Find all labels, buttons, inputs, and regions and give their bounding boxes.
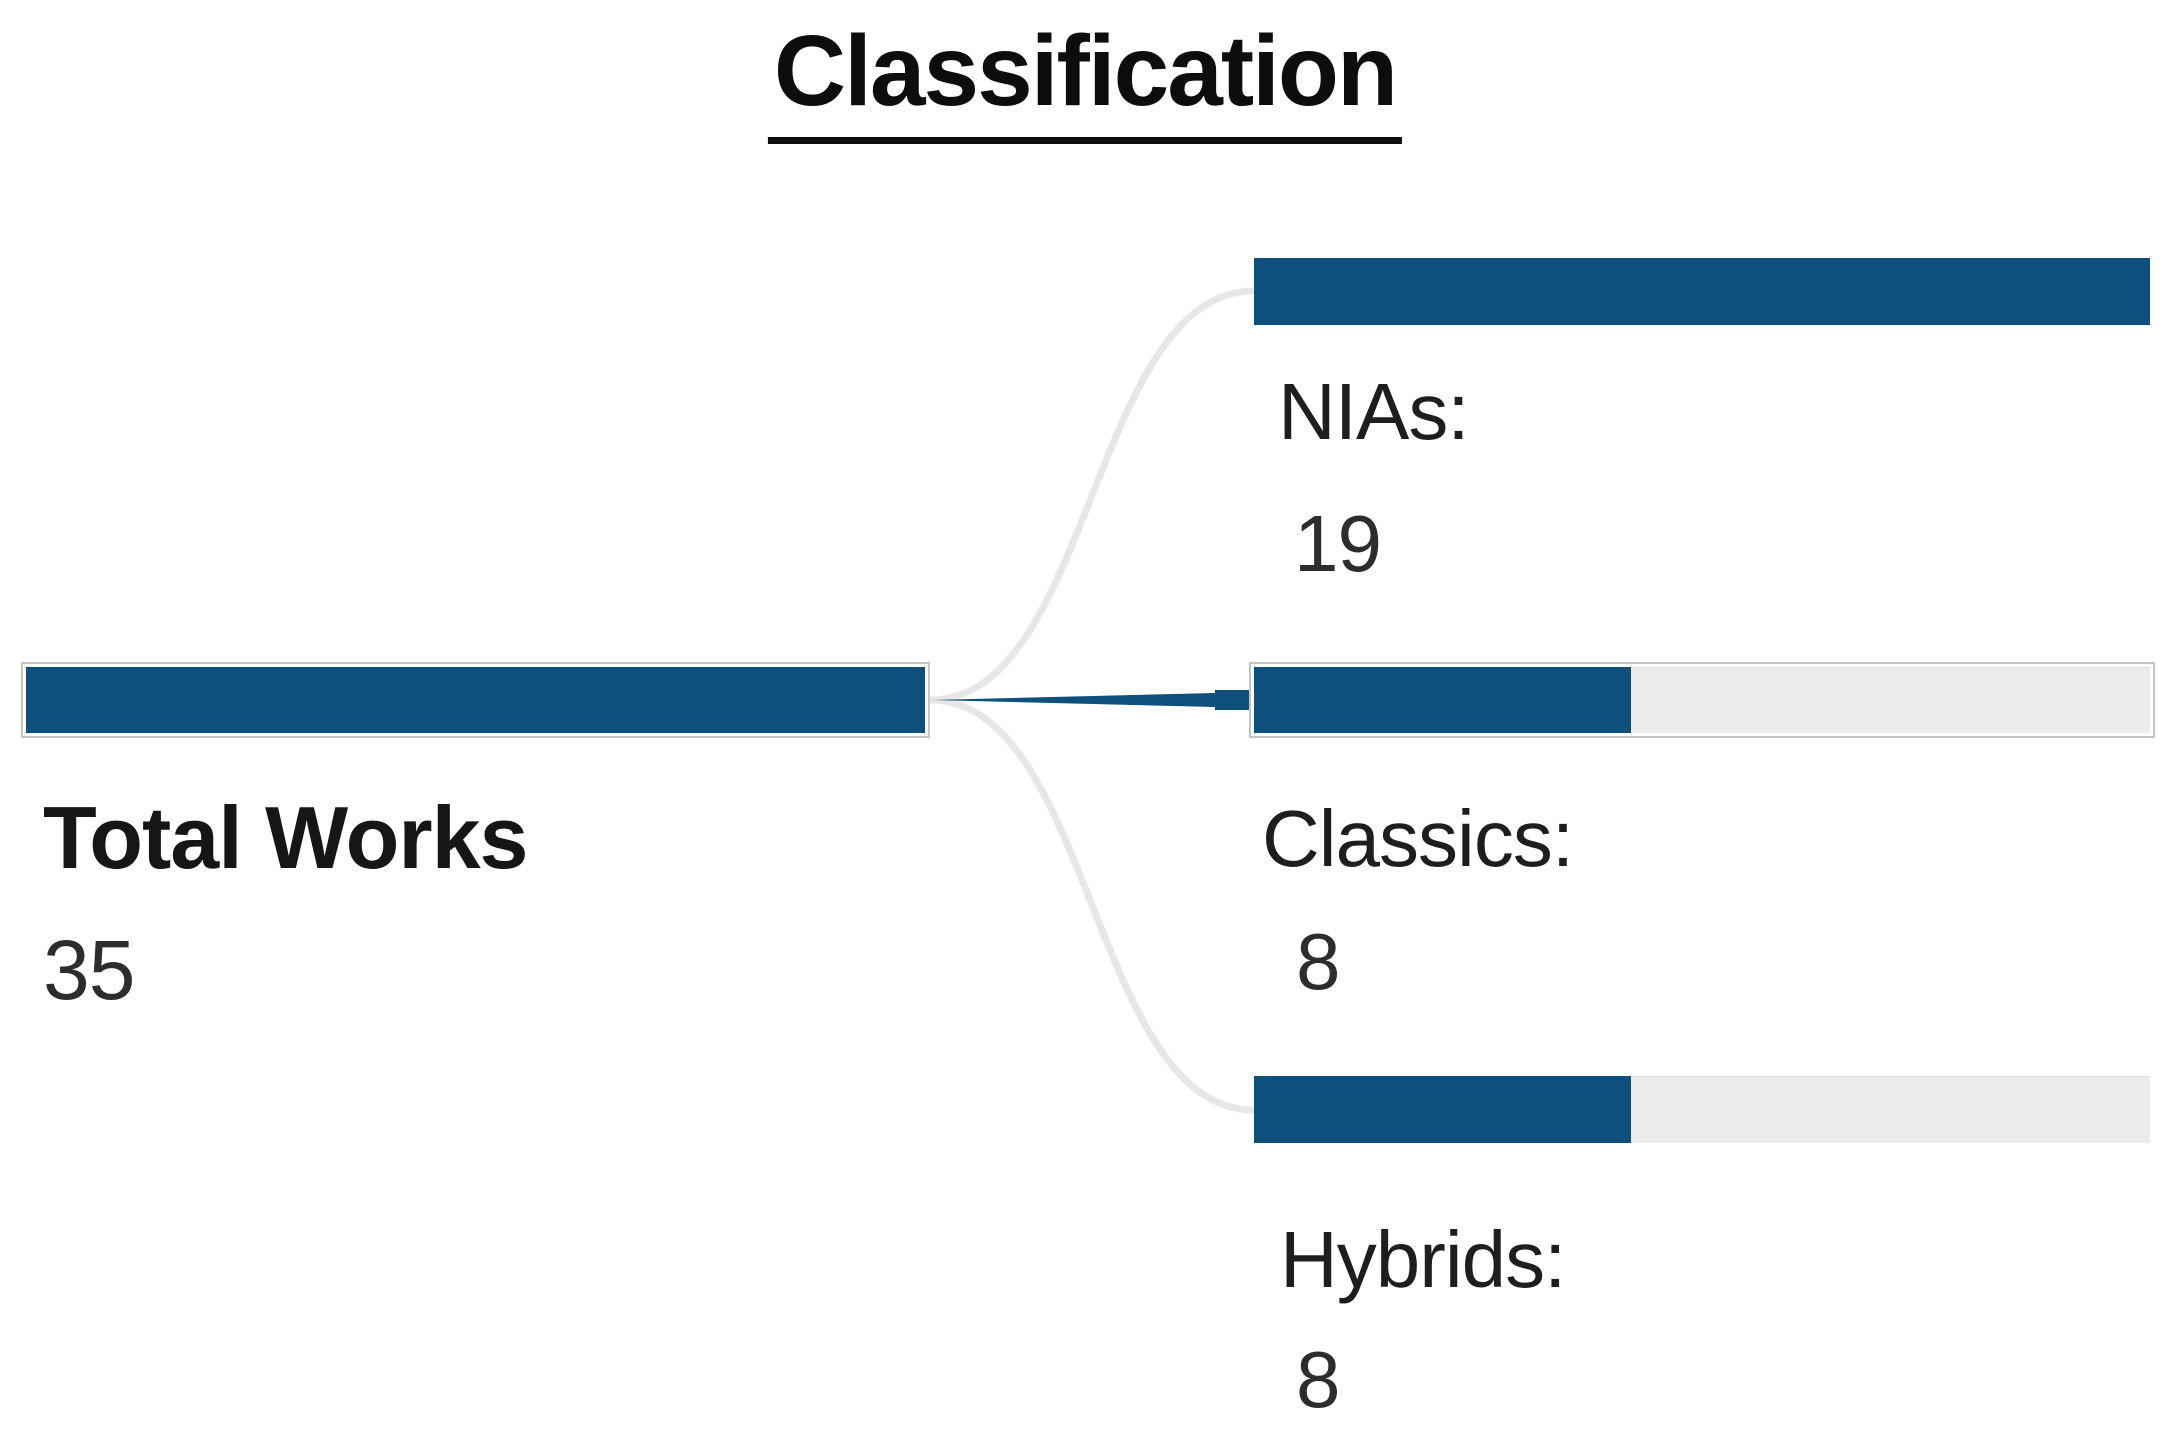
bar-fill: [1254, 258, 2150, 325]
chart-title: Classification: [767, 14, 1403, 144]
bar-track: [1254, 1076, 2150, 1143]
bar-fill: [1254, 1076, 1632, 1143]
node-bar-hybrids[interactable]: [1254, 1076, 2150, 1143]
node-value-classics: 8: [1296, 917, 1340, 1006]
node-value-total-works: 35: [43, 923, 135, 1017]
bar-fill: [1254, 667, 1632, 733]
node-label-total-works: Total Works: [43, 788, 528, 887]
bar-fill: [26, 667, 925, 733]
node-bar-nias[interactable]: [1254, 258, 2150, 325]
node-label-hybrids: Hybrids:: [1280, 1215, 1566, 1304]
node-bar-classics[interactable]: [1249, 662, 2155, 738]
connector-root-to-hybrids: [929, 696, 1255, 1114]
node-label-nias: NIAs:: [1278, 367, 1470, 456]
node-value-nias: 19: [1294, 499, 1382, 588]
bar-track: [1254, 258, 2150, 325]
bar-track: [26, 667, 925, 733]
node-label-classics: Classics:: [1262, 794, 1574, 883]
connector-root-to-classics-highlighted: [932, 690, 1251, 710]
node-bar-total-works[interactable]: [21, 662, 930, 738]
bar-track: [1254, 667, 2150, 733]
connector-root-to-nias: [929, 287, 1255, 704]
node-value-hybrids: 8: [1296, 1335, 1340, 1424]
